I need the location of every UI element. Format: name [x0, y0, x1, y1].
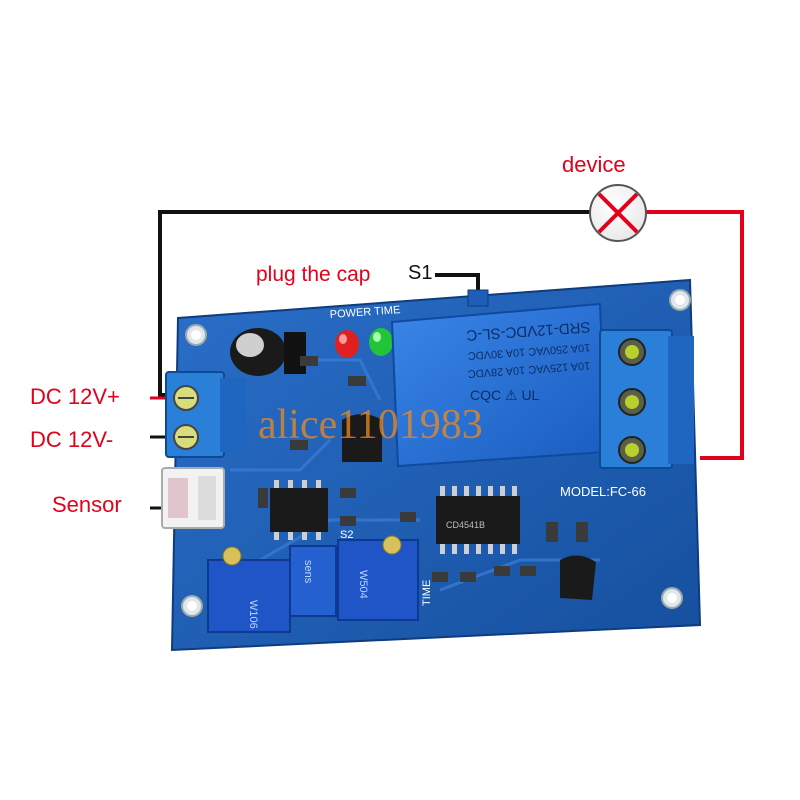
wires — [150, 210, 744, 510]
transistor — [342, 414, 382, 462]
sensor-connector — [161, 467, 225, 529]
ic-chip-timer: CD4541B — [436, 486, 520, 554]
mounting-holes — [181, 289, 691, 617]
s2-label: S2 — [340, 529, 353, 541]
time-led — [369, 328, 393, 356]
potentiometer-left: W106 — [207, 546, 291, 633]
ic-chip-text: CD4541B — [446, 520, 485, 530]
relay: SRD-12VDC-SL-C 10A 250VAC 10A 30VDC 10A … — [390, 302, 608, 468]
s1-wire — [435, 273, 480, 296]
plug-the-cap-label: plug the cap — [256, 263, 371, 286]
watermark: alice1101983 — [258, 402, 483, 448]
sens-label: sens — [302, 560, 314, 584]
model-label: MODEL:FC-66 — [560, 484, 646, 499]
pot-right-label: W504 — [357, 570, 369, 599]
red-wire-device — [646, 210, 744, 460]
relay-cert-icons: CQC ⚠ UL — [470, 387, 540, 403]
pot-left-label: W106 — [247, 600, 259, 629]
potentiometer-sens: sens — [289, 545, 337, 617]
power-led — [335, 330, 359, 358]
time-label: TIME — [421, 580, 433, 606]
potentiometer-right: W504 — [337, 535, 419, 621]
dc-minus-label: DC 12V- — [30, 427, 114, 452]
black-wire-top — [158, 210, 590, 397]
output-terminal-block — [599, 329, 694, 469]
electrolytic-capacitor — [230, 328, 306, 376]
sensor-label: Sensor — [52, 492, 122, 517]
device-label: device — [562, 152, 626, 177]
transistor — [560, 555, 596, 600]
device-bulb-icon — [589, 184, 647, 242]
jumper-s1 — [467, 289, 489, 307]
s1-label: S1 — [408, 262, 433, 284]
power-time-label: POWER TIME — [329, 304, 400, 321]
smd-components — [258, 356, 588, 582]
ic-chip-small — [270, 480, 328, 540]
power-terminal-block — [165, 371, 246, 458]
dc-plus-label: DC 12V+ — [30, 384, 120, 409]
